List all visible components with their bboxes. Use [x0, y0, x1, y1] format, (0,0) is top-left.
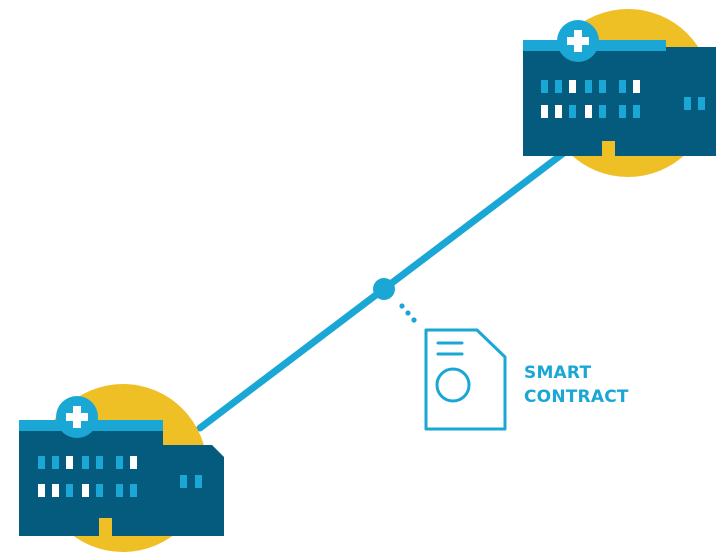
smart-contract-label-line2: CONTRACT: [524, 387, 629, 407]
hospital-bottom-left-icon: [19, 384, 224, 552]
smart-contract-label: SMART CONTRACT: [524, 361, 629, 409]
cross-icon: [56, 396, 98, 438]
dotted-connector: [399, 303, 417, 323]
hospital-top-right-icon: [523, 9, 716, 177]
smart-contract-document-icon: [424, 328, 507, 431]
cross-icon: [557, 20, 599, 62]
smart-contract-label-line1: SMART: [524, 363, 592, 383]
connection-node-icon: [373, 278, 395, 300]
